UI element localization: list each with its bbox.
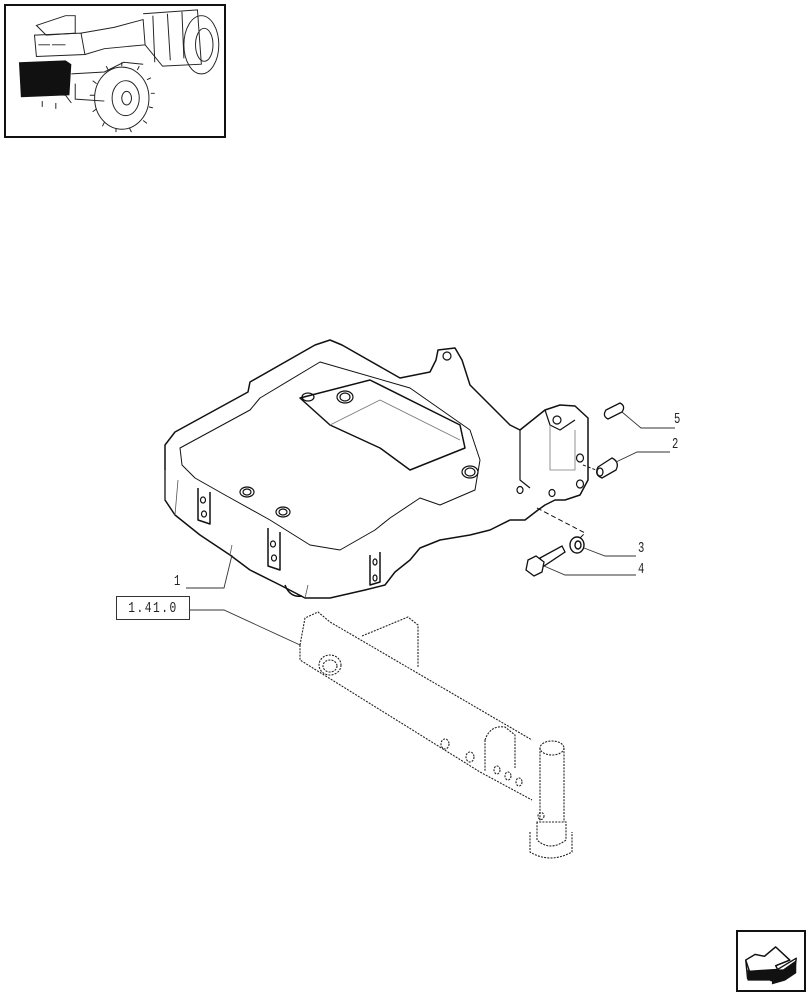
arrow-back-icon (745, 946, 797, 985)
drawbar-part (299, 611, 573, 859)
part-5-pin (603, 402, 625, 420)
reference-label: 1.41.0 (128, 599, 178, 617)
callout-4: 4 (638, 561, 645, 578)
reference-link-box[interactable]: 1.41.0 (116, 596, 190, 620)
back-navigation-button[interactable] (736, 930, 806, 992)
callout-3: 3 (638, 540, 645, 557)
part-2-bushing (596, 457, 618, 479)
location-thumbnail (4, 4, 226, 138)
tractor-thumbnail-icon (18, 9, 220, 133)
ballast-highlight (18, 60, 72, 98)
part-3-washer (569, 536, 585, 554)
callout-5: 5 (674, 411, 681, 428)
ballast-frame-outline (164, 339, 589, 599)
part-4-bolt (525, 545, 566, 577)
callout-1: 1 (174, 573, 181, 590)
callout-2: 2 (672, 436, 679, 453)
